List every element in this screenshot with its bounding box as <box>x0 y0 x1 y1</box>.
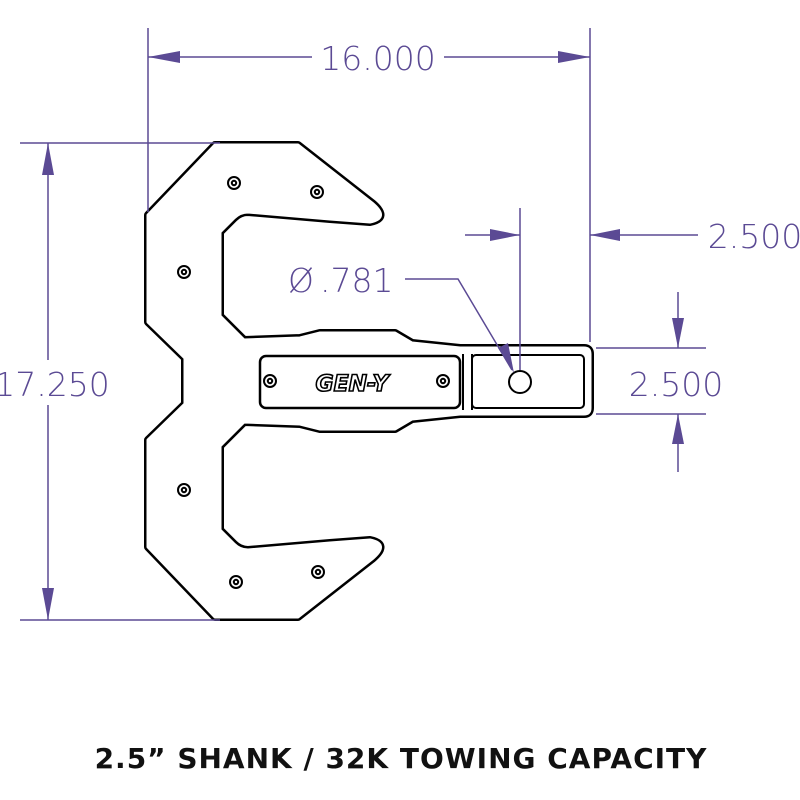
width-label: 16.000 <box>320 39 435 78</box>
shank-length-label: 2.500 <box>708 217 800 256</box>
height-label: 17.250 <box>0 365 110 404</box>
logo-text: GEN-Y <box>316 372 391 397</box>
width-dimension: 16.000 <box>147 28 591 342</box>
diameter-label: .781 <box>320 261 393 300</box>
shank-height-label: 2.500 <box>629 365 723 404</box>
shank-height-dimension: 2.500 <box>596 292 723 472</box>
pin-hole <box>508 370 532 394</box>
caption: 2.5” SHANK / 32K TOWING CAPACITY <box>95 742 708 775</box>
bolt-holes <box>177 176 450 589</box>
hole-diameter-callout: Ø .781 <box>288 261 514 373</box>
shank <box>462 354 585 410</box>
logo-plate: GEN-Y <box>258 354 462 410</box>
height-dimension: 17.250 <box>0 142 220 621</box>
diameter-symbol: Ø <box>288 261 314 300</box>
shank-length-dimension: 2.500 <box>465 208 800 370</box>
